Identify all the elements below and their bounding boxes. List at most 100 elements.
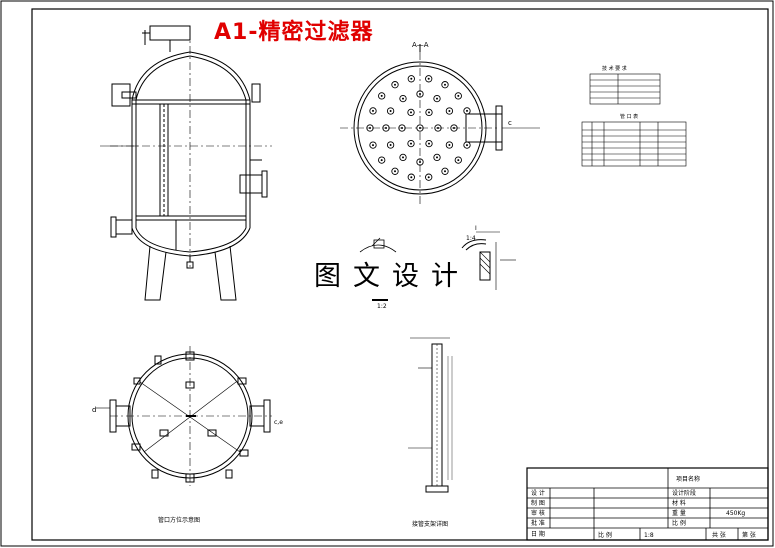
tube-hole	[407, 139, 415, 148]
tb-sheet-total: 共 张	[712, 531, 726, 539]
tube-hole	[425, 173, 433, 181]
tube-hole-center	[437, 127, 439, 129]
tube-hole	[399, 153, 407, 162]
section-label: A—A	[412, 41, 429, 49]
tube-hole	[441, 167, 449, 175]
detail-i	[461, 231, 516, 290]
nozzle-orientation	[96, 346, 272, 486]
tube-hole	[366, 124, 374, 132]
tube-hole	[434, 124, 442, 132]
tube-hole	[407, 108, 415, 117]
tube-hole-center	[380, 94, 383, 97]
tb-field-1: 设计阶段	[672, 489, 696, 497]
title-block-frame	[526, 467, 769, 541]
tube-hole-center	[410, 111, 412, 114]
tube-hole-center	[394, 83, 396, 86]
tube-hole-center	[427, 176, 430, 179]
tube-hole	[425, 75, 433, 83]
tube-hole	[416, 124, 424, 132]
tube-hole-center	[389, 144, 392, 146]
tb-row-4: 批 准	[531, 519, 545, 527]
tube-hole	[378, 92, 386, 100]
tube-hole-center	[448, 110, 451, 112]
tube-hole-center	[457, 94, 460, 97]
tube-hole	[454, 156, 462, 164]
tube-hole	[433, 153, 441, 162]
orientation-caption: 管口方位示意图	[158, 516, 200, 524]
tb-row-5: 日 期	[531, 530, 545, 538]
tube-hole-center	[402, 97, 404, 100]
watermark-text: 图文设计	[314, 261, 470, 292]
tube-hole-center	[466, 109, 468, 112]
tube-hole	[463, 107, 471, 115]
tube-hole	[425, 139, 433, 148]
tube-hole-center	[402, 156, 404, 159]
tube-hole-center	[369, 127, 371, 129]
pipe-support-detail	[408, 337, 453, 493]
tube-hole	[386, 107, 395, 115]
tube-hole	[445, 107, 454, 115]
tube-hole-center	[444, 170, 446, 173]
tube-hole-center	[419, 93, 421, 95]
tech-requirements-table	[589, 73, 661, 105]
tube-hole	[398, 124, 406, 132]
label-c: c	[508, 119, 512, 127]
tb-project-title: 项目名称	[676, 475, 700, 483]
tb-field-4: 比 例	[672, 519, 686, 527]
tube-hole-center	[428, 111, 430, 114]
tb-field-3: 重 量	[672, 509, 686, 517]
tb-row-3: 审 核	[531, 509, 545, 517]
tube-hole	[399, 94, 407, 103]
tube-hole-center	[453, 127, 455, 129]
tube-hole-center	[427, 77, 430, 80]
tube-hole	[378, 156, 386, 164]
tube-hole	[450, 124, 458, 132]
tb-row-2: 制 图	[531, 499, 545, 507]
label-d: d	[92, 406, 96, 414]
tb-field-2: 材 料	[672, 499, 686, 507]
tb-weight-value: 450Kg	[726, 510, 745, 517]
drawing-title: A1-精密过滤器	[214, 20, 374, 45]
tube-hole	[416, 90, 424, 98]
tube-hole	[391, 81, 399, 89]
tb-scale-value: 1:8	[644, 532, 654, 539]
tb-scale-label: 比 例	[598, 531, 612, 539]
tube-hole	[445, 141, 454, 149]
scale-label-b: 1:4	[466, 235, 476, 242]
tube-holes	[366, 75, 471, 181]
tube-hole-center	[380, 159, 383, 162]
tube-hole-center	[444, 83, 446, 86]
tube-hole-center	[385, 127, 387, 129]
scale-label-a: 1:2	[377, 303, 387, 310]
nozzle-table	[581, 121, 687, 167]
tube-hole-center	[410, 176, 413, 179]
tube-hole-center	[466, 144, 468, 147]
tube-hole	[382, 124, 390, 132]
tube-hole-center	[372, 109, 374, 112]
tube-hole-center	[436, 97, 438, 100]
tube-hole-center	[428, 142, 430, 145]
tube-hole	[441, 81, 449, 89]
tube-hole	[425, 108, 433, 117]
tube-hole	[407, 173, 415, 181]
tube-hole-center	[389, 110, 392, 112]
tb-row-1: 设 计	[531, 489, 545, 497]
tube-hole	[416, 158, 424, 166]
tube-hole-center	[419, 127, 421, 129]
tech-table-header: 技 术 要 求	[602, 65, 627, 72]
tube-hole-center	[419, 161, 421, 163]
tube-hole	[463, 141, 471, 149]
tube-hole-center	[448, 144, 451, 146]
tube-hole-center	[410, 77, 413, 80]
tube-hole	[369, 141, 377, 149]
tube-hole	[454, 92, 462, 100]
tube-hole-center	[394, 170, 396, 173]
detail-arc	[359, 237, 397, 301]
tube-hole-center	[372, 144, 374, 147]
tube-hole	[369, 107, 377, 115]
tb-sheet-number: 第 张	[742, 531, 756, 539]
inner-border	[31, 8, 769, 541]
tube-hole	[407, 75, 415, 83]
tube-hole-center	[457, 159, 460, 162]
